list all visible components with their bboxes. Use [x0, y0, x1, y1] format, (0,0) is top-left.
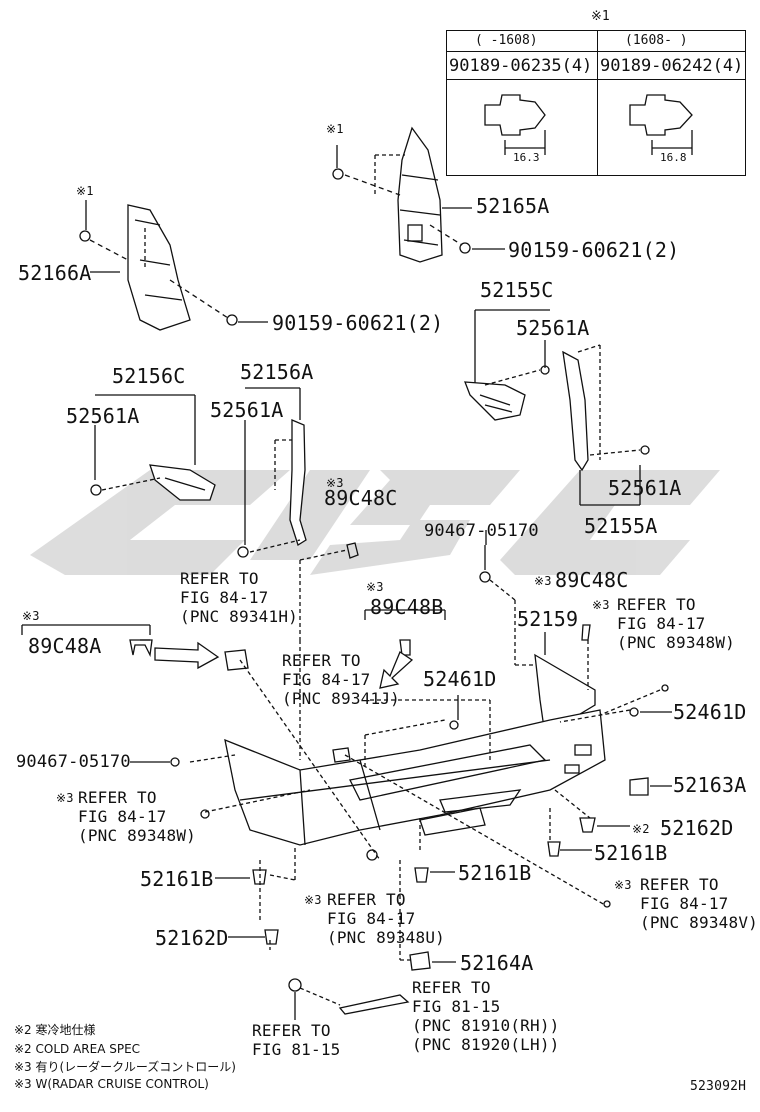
part-89C48C-right	[581, 624, 591, 641]
mark-1-a: ※1	[326, 122, 344, 136]
label-52561A-c: 52561A	[210, 398, 284, 422]
label-52163A: 52163A	[673, 773, 747, 797]
label-52166A: 52166A	[18, 261, 92, 285]
label-52561A-b: 52561A	[66, 404, 140, 428]
footnote-2: ※2 COLD AREA SPEC	[14, 1042, 141, 1056]
table-col1-part: 90189-06235(4)	[449, 56, 593, 76]
table-col2-dim: 16.8	[660, 151, 687, 164]
part-89C48C-clip	[299, 542, 359, 640]
refer-89348W-a: REFER TO FIG 84-17 (PNC 89348W)	[617, 595, 735, 652]
label-90159-60621-a: 90159-60621(2)	[508, 238, 680, 262]
table-col2-part: 90189-06242(4)	[600, 56, 744, 76]
mark-2-a: ※2	[632, 822, 650, 836]
part-90467-05170-top	[479, 545, 516, 601]
figure-id: 523092H	[690, 1079, 747, 1094]
part-52166A	[79, 200, 268, 331]
label-52461D-a: 52461D	[423, 667, 497, 691]
footnote-4: ※3 W(RADAR CRUISE CONTROL)	[14, 1077, 209, 1091]
part-52155A	[562, 344, 650, 506]
part-52156A	[237, 387, 307, 558]
table-mark: ※1	[591, 9, 610, 24]
refer-89348W-b: REFER TO FIG 84-17 (PNC 89348W)	[78, 788, 196, 845]
table-col2-range: (1608- )	[625, 33, 688, 48]
mark-1-b: ※1	[76, 184, 94, 198]
mark-3-a: ※3	[326, 476, 344, 490]
label-52561A-d: 52561A	[608, 476, 682, 500]
label-90467-05170-b: 90467-05170	[16, 752, 131, 772]
watermark-logo	[30, 470, 720, 575]
label-52164A: 52164A	[460, 951, 534, 975]
label-89C48A: 89C48A	[28, 634, 102, 658]
mark-3-c: ※3	[366, 580, 384, 594]
label-52156C: 52156C	[112, 364, 186, 388]
label-52161B-c: 52161B	[140, 867, 214, 891]
label-52461D-b: 52461D	[673, 700, 747, 724]
label-52159: 52159	[517, 607, 579, 631]
part-52156C	[90, 394, 216, 501]
table-col1-dim: 16.3	[513, 151, 540, 164]
label-52161B-a: 52161B	[594, 841, 668, 865]
mark-3-e: ※3	[592, 598, 610, 612]
footnote-3: ※3 有り(レーダークルーズコントロール)	[14, 1060, 236, 1074]
footnote-1: ※2 寒冷地仕様	[14, 1023, 96, 1037]
label-52165A: 52165A	[476, 194, 550, 218]
label-52155C: 52155C	[480, 278, 554, 302]
part-52165A	[332, 126, 505, 263]
refer-81910: REFER TO FIG 81-15 (PNC 81910(RH)) (PNC …	[412, 978, 560, 1054]
label-89C48C-b: 89C48C	[555, 568, 629, 592]
part-bumper-cover	[224, 709, 606, 846]
mark-3-d: ※3	[22, 609, 40, 623]
mark-3-b: ※3	[534, 574, 552, 588]
part-reflector	[288, 978, 410, 1020]
label-52161B-b: 52161B	[458, 861, 532, 885]
label-52155A: 52155A	[584, 514, 658, 538]
part-52155C	[464, 309, 550, 421]
table-clip-drawings	[484, 94, 693, 155]
label-90159-60621-b: 90159-60621(2)	[272, 311, 444, 335]
label-52162D-a: 52162D	[660, 816, 734, 840]
fastener-clips	[129, 639, 669, 971]
mark-3-h: ※3	[614, 878, 632, 892]
table-col1-range: ( -1608)	[475, 33, 538, 48]
refer-89348U: REFER TO FIG 84-17 (PNC 89348U)	[327, 890, 445, 947]
label-89C48B: 89C48B	[370, 595, 444, 619]
label-89C48C-a: 89C48C	[324, 486, 398, 510]
mark-3-f: ※3	[56, 791, 74, 805]
refer-81-15: REFER TO FIG 81-15	[252, 1021, 341, 1059]
label-52162D-b: 52162D	[155, 926, 229, 950]
refer-89348V: REFER TO FIG 84-17 (PNC 89348V)	[640, 875, 758, 932]
mark-3-g: ※3	[304, 893, 322, 907]
label-52156A: 52156A	[240, 360, 314, 384]
clip-variant-table: ※1 ( -1608) (1608- ) 90189-06235(4) 9018…	[446, 9, 746, 176]
label-52561A-a: 52561A	[516, 316, 590, 340]
refer-89341J: REFER TO FIG 84-17 (PNC 89341J)	[282, 651, 400, 708]
label-90467-05170-a: 90467-05170	[424, 521, 539, 541]
refer-89341H: REFER TO FIG 84-17 (PNC 89341H)	[180, 569, 298, 626]
